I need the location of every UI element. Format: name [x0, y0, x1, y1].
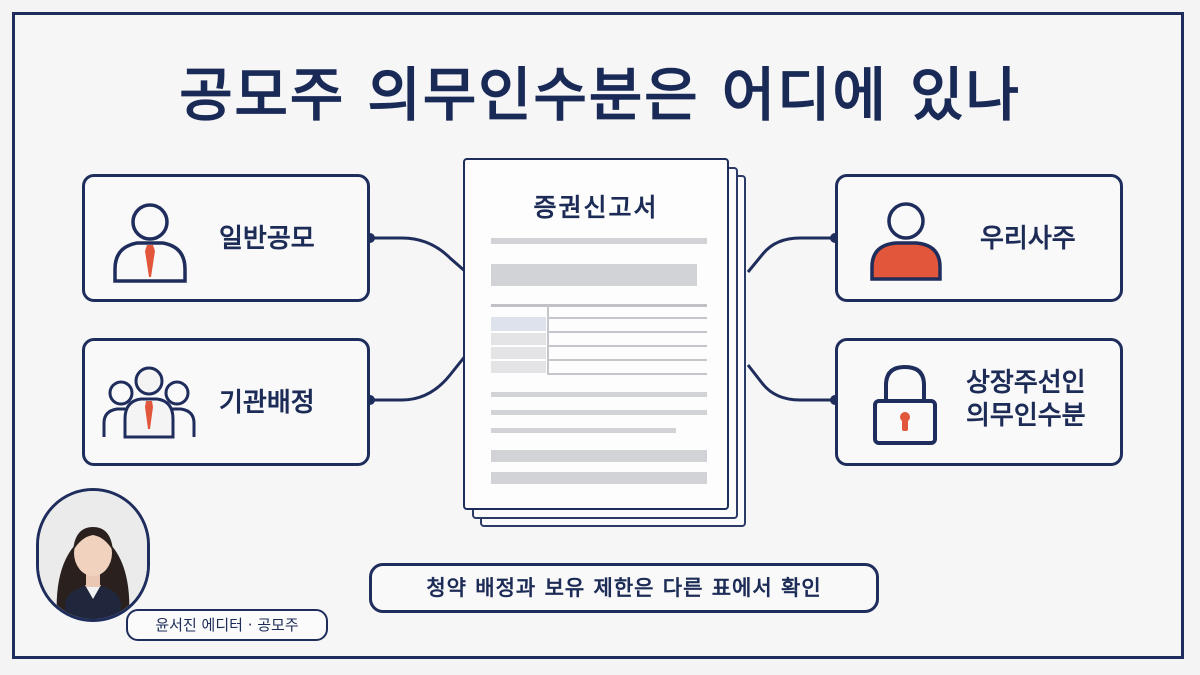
registration-statement-document: 증권신고서 [463, 158, 729, 510]
text-line [491, 392, 707, 397]
text-line [491, 428, 676, 433]
group-icon [102, 366, 196, 439]
page-title: 공모주 의무인수분은 어디에 있나 [179, 61, 1021, 129]
table-line [549, 331, 707, 333]
table-line [549, 359, 707, 361]
text-block [491, 264, 697, 286]
person-filled-icon [870, 202, 942, 281]
table-line [549, 373, 707, 375]
card-institutional-allocation: 기관배정 [82, 338, 370, 466]
card-label-line1: 상장주선인 [966, 368, 1086, 398]
text-block [491, 450, 707, 462]
card-label-institutional-allocation: 기관배정 [219, 388, 315, 418]
text-block [491, 472, 707, 484]
card-label-general-offering: 일반공모 [219, 224, 315, 254]
avatar-portrait [39, 491, 147, 619]
document-table [491, 305, 707, 375]
card-general-offering: 일반공모 [82, 174, 370, 302]
table-cell [491, 333, 546, 345]
table-rule [491, 304, 707, 307]
card-label-underwriter-obligation: 상장주선인 의무인수분 [966, 367, 1086, 432]
table-divider [547, 305, 549, 375]
text-line [491, 238, 707, 244]
table-line [549, 345, 707, 347]
table-cell [491, 361, 546, 373]
avatar [36, 488, 150, 622]
text-line [491, 410, 707, 415]
card-label-line2: 의무인수분 [966, 400, 1086, 431]
card-underwriter-obligation: 상장주선인 의무인수분 [835, 338, 1123, 466]
table-line [549, 317, 707, 319]
lock-icon [873, 364, 937, 445]
table-cell [491, 347, 546, 359]
card-employee-stock: 우리사주 [835, 174, 1123, 302]
document-title: 증권신고서 [533, 193, 659, 222]
card-label-employee-stock: 우리사주 [980, 224, 1076, 254]
table-cell [491, 317, 546, 331]
footer-note: 청약 배정과 보유 제한은 다른 표에서 확인 [369, 563, 879, 613]
person-icon [113, 203, 187, 283]
author-byline: 윤서진 에디터 · 공모주 [126, 609, 328, 641]
